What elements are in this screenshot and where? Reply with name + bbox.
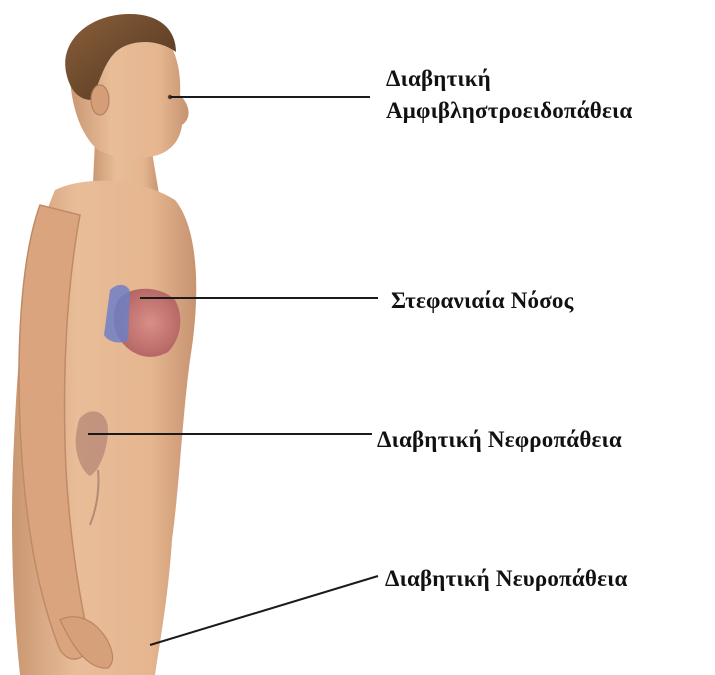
ear bbox=[91, 85, 109, 115]
label-coronary-disease: Στεφανιαία Νόσος bbox=[391, 285, 574, 317]
label-retinopathy-line-1: Διαβητική bbox=[386, 63, 632, 95]
leader-line-neuropathy bbox=[150, 576, 378, 645]
body bbox=[12, 140, 196, 675]
label-retinopathy-line-2: Αμφιβληστροειδοπάθεια bbox=[386, 95, 632, 127]
label-diabetic-nephropathy: Διαβητική Νεφροπάθεια bbox=[377, 424, 622, 456]
label-diabetic-retinopathy: Διαβητική Αμφιβληστροειδοπάθεια bbox=[386, 63, 632, 127]
label-diabetic-neuropathy: Διαβητική Νευροπάθεια bbox=[385, 563, 628, 595]
head bbox=[65, 14, 188, 158]
